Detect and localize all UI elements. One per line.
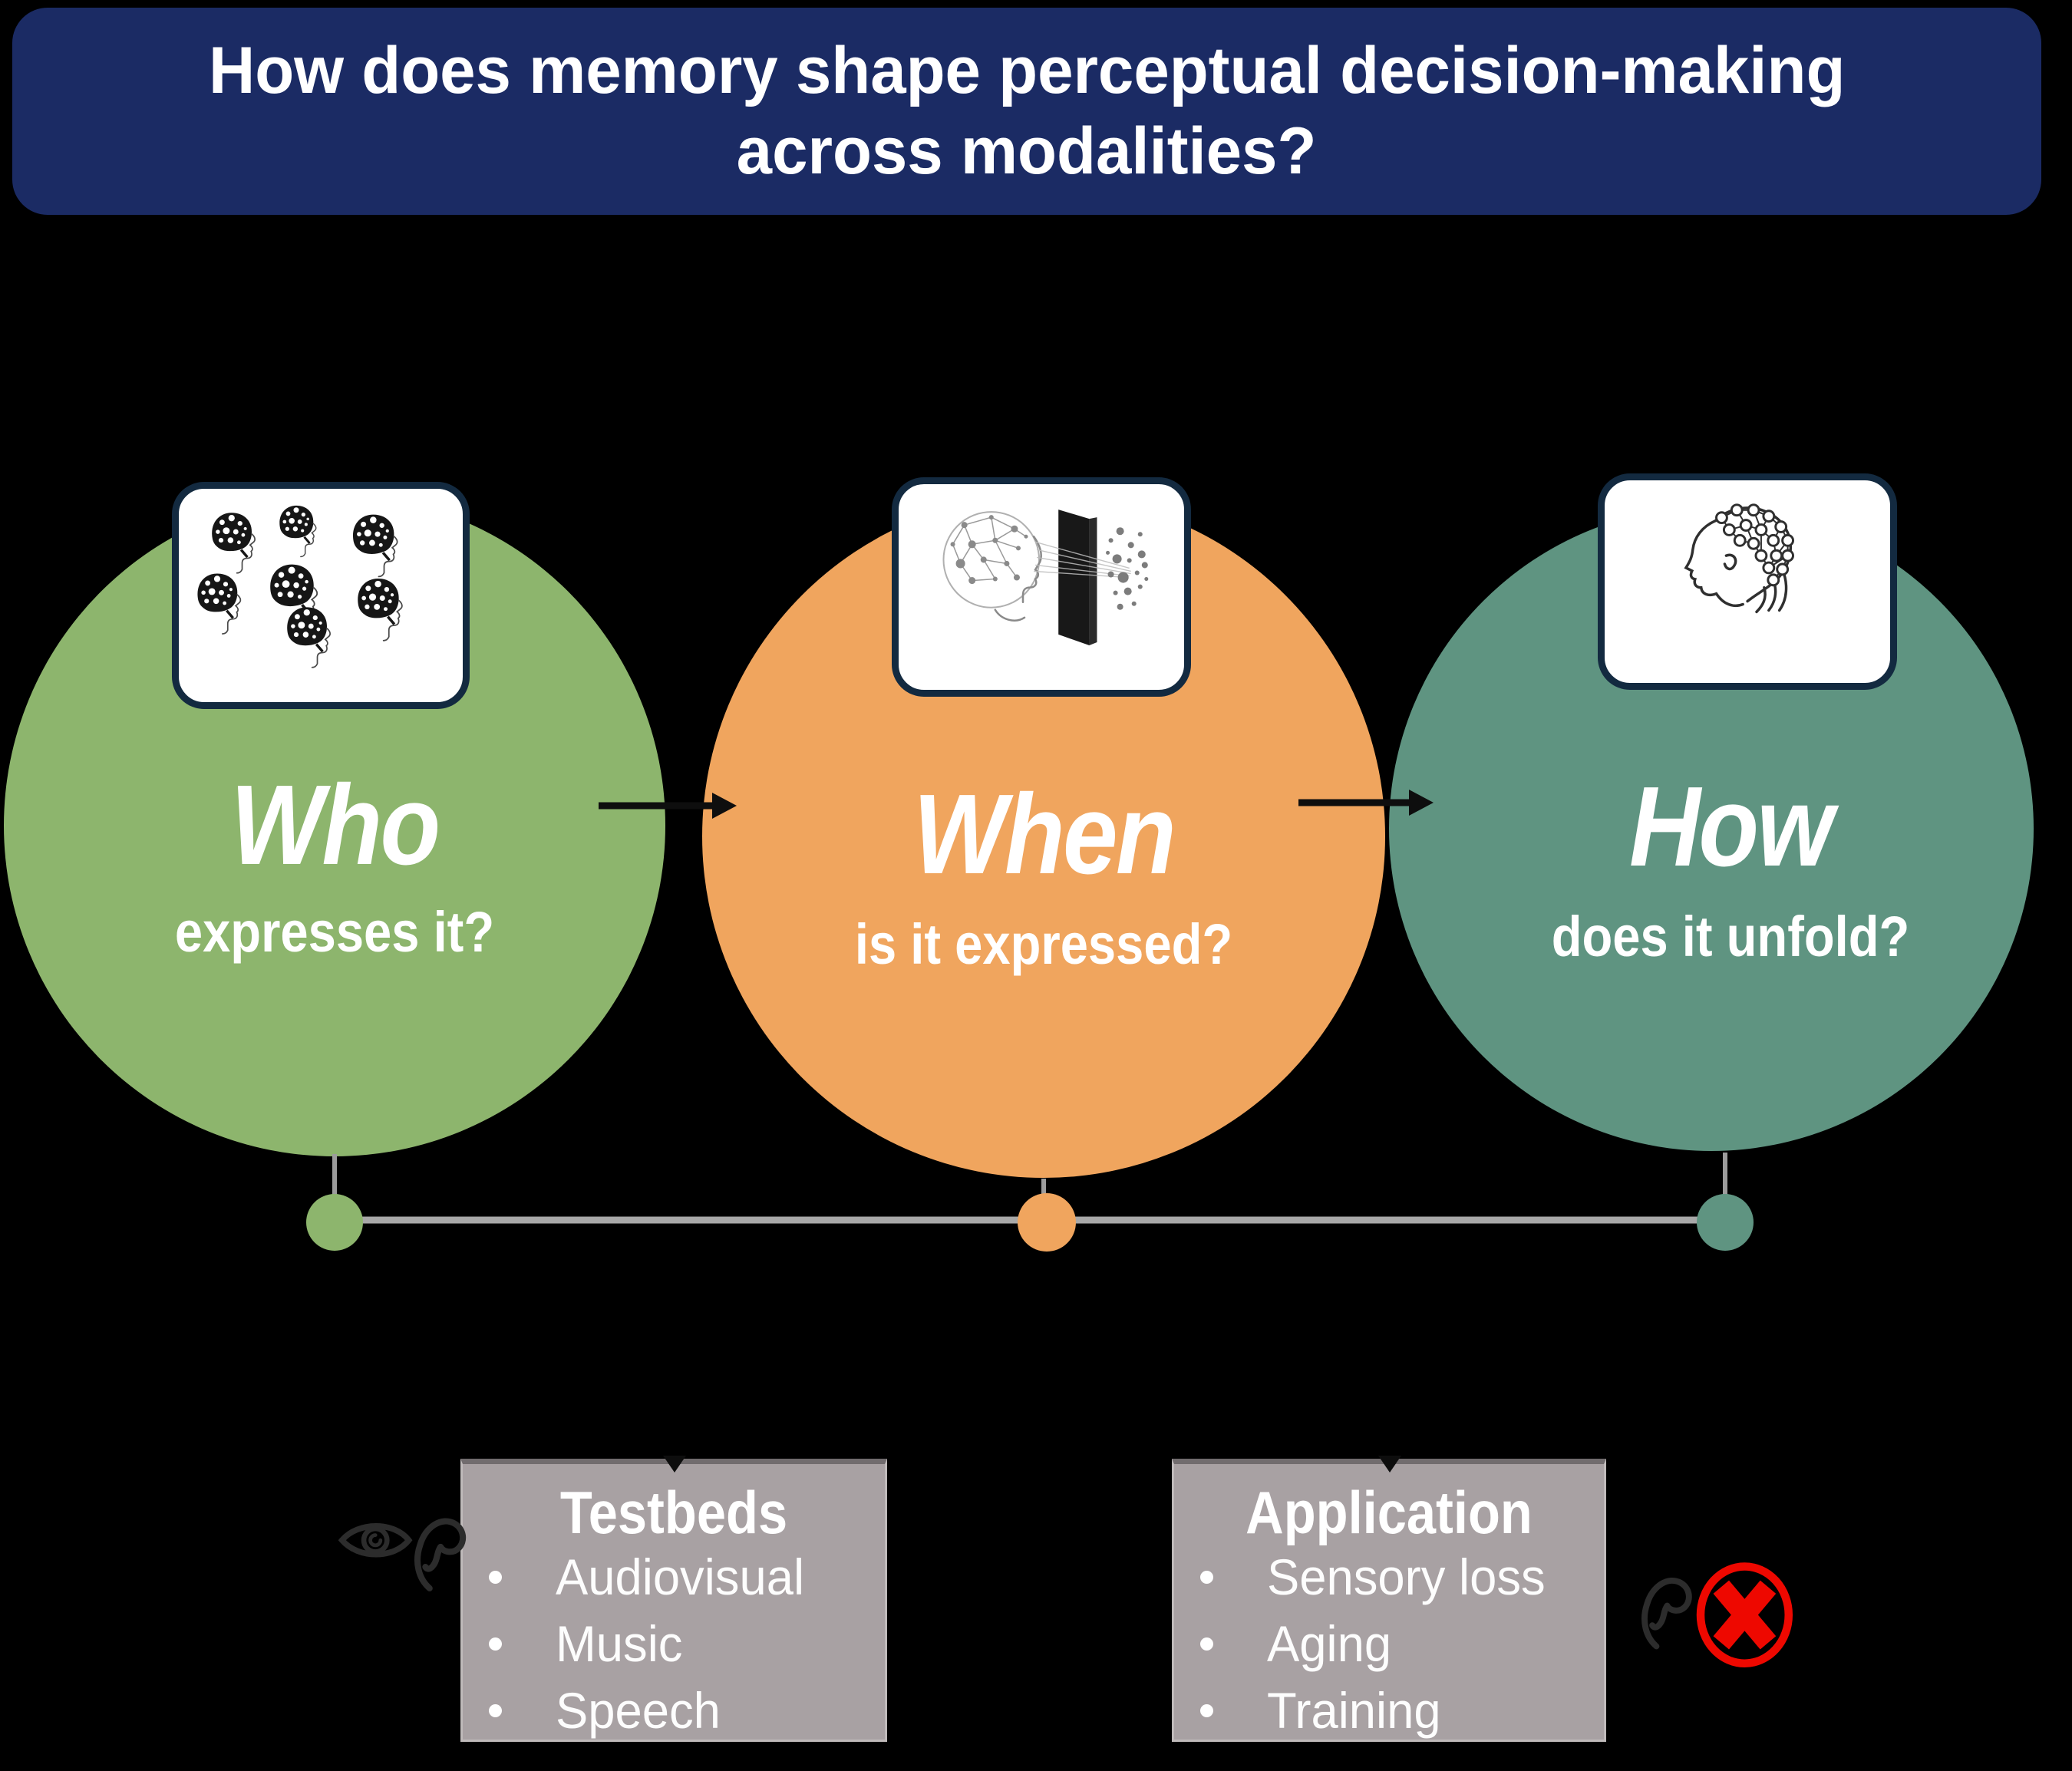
circle-how-word: How [1629,763,1834,890]
bullet-icon [1200,1703,1213,1717]
red-cross-circle-icon [1696,1562,1793,1667]
ear-muted-icon [1633,1562,1793,1667]
list-item: Speech [489,1682,728,1739]
timeline-dot-how [1697,1194,1754,1251]
timeline-dot-when [1018,1193,1076,1252]
list-item: Training [1200,1682,1448,1739]
eye-icon [338,1523,413,1558]
timeline-dot-who [306,1194,363,1251]
brain-through-door-icon [942,510,1149,646]
bullet-icon [489,1570,502,1584]
ear-icon [417,1521,463,1588]
card-when [892,477,1191,697]
application-item-training: Training [1267,1682,1441,1739]
circle-how-question: does it unfold? [1551,905,1910,968]
list-item: Music [489,1615,688,1672]
eeg-net-head-icon [1684,503,1794,614]
application-title: Application [1246,1479,1533,1546]
testbeds-item-speech: Speech [556,1682,721,1739]
list-item: Aging [1200,1615,1397,1672]
bullet-icon [489,1703,502,1717]
ear-icon [1645,1581,1689,1647]
testbeds-panel: Testbeds Audiovisual Music Speech [460,1459,887,1742]
application-item-aging: Aging [1267,1615,1392,1672]
list-item: Sensory loss [1200,1548,1557,1605]
bullet-icon [489,1637,502,1651]
circle-when-question: is it expressed? [854,912,1233,976]
header-banner: How does memory shape perceptual decisio… [12,8,2041,215]
circle-who-question: expresses it? [174,900,495,964]
list-item: Audiovisual [489,1548,815,1605]
application-panel: Application Sensory loss Aging Training [1172,1459,1606,1742]
bullet-icon [1200,1570,1213,1584]
bullet-icon [1200,1637,1213,1651]
application-item-sensory-loss: Sensory loss [1267,1548,1546,1605]
page-title-line2: across modalities? [737,114,1317,188]
circle-who-word: Who [230,762,440,889]
card-who [172,482,470,709]
testbeds-item-music: Music [556,1615,683,1672]
testbeds-item-audiovisual: Audiovisual [556,1548,805,1605]
eye-and-ear-icon [338,1502,472,1611]
eeg-cap-group-icon [196,504,404,669]
card-how [1598,473,1897,690]
page-title-line1: How does memory shape perceptual decisio… [208,34,1846,108]
testbeds-title: Testbeds [559,1479,788,1546]
circle-when-word: When [912,771,1176,898]
